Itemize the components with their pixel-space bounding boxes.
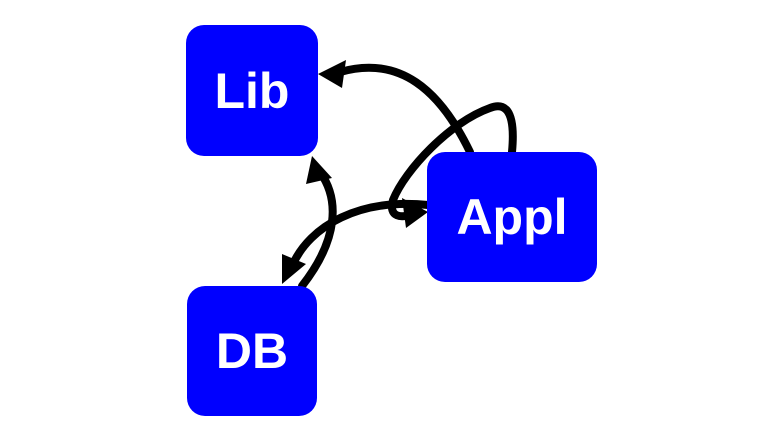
node-appl-label: Appl	[456, 189, 567, 245]
node-db-box	[187, 286, 317, 416]
edge-lib-to-db	[288, 200, 432, 270]
node-appl[interactable]: Appl	[427, 152, 597, 282]
edge-appl-self-loop	[387, 102, 517, 221]
node-db[interactable]: DB	[187, 286, 317, 416]
arrowhead-db-to-lib	[306, 156, 332, 184]
edge-appl-to-lib	[336, 63, 474, 156]
arrowhead-appl-to-lib	[318, 60, 346, 88]
arrowhead-lib-to-db	[282, 254, 306, 284]
node-lib[interactable]: Lib	[186, 25, 318, 156]
node-lib-label: Lib	[215, 63, 290, 119]
node-db-label: DB	[216, 323, 288, 379]
node-lib-box	[186, 25, 318, 156]
node-appl-box	[427, 152, 597, 282]
